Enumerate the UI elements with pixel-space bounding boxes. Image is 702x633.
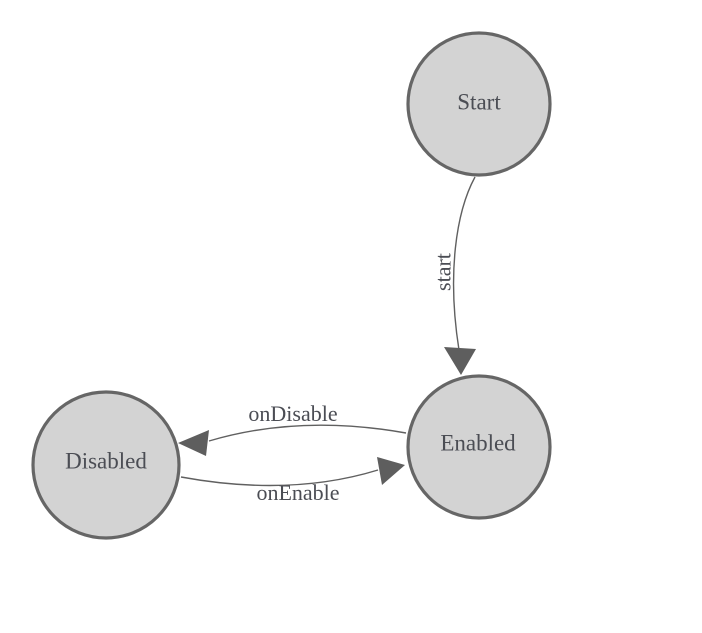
- arrowhead-disabled-to-enabled-icon: [377, 457, 405, 485]
- edge-start-to-enabled: [452, 176, 476, 351]
- node-enabled: Enabled: [406, 374, 552, 520]
- node-enabled-label: Enabled: [440, 431, 516, 456]
- edge-label-start: start: [431, 253, 456, 291]
- edge-label-onenable: onEnable: [256, 480, 339, 505]
- edge-disabled-to-enabled: [180, 469, 379, 487]
- node-disabled: Disabled: [31, 390, 181, 540]
- node-start-circle: [406, 31, 552, 177]
- edge-enabled-to-disabled: [208, 424, 407, 442]
- node-enabled-circle: [406, 374, 552, 520]
- node-disabled-circle: [31, 390, 181, 540]
- node-disabled-label: Disabled: [65, 449, 147, 474]
- node-start-label: Start: [457, 90, 501, 115]
- edge-label-ondisable: onDisable: [248, 401, 337, 426]
- arrowhead-start-to-enabled-icon: [444, 347, 476, 375]
- node-start: Start: [406, 31, 552, 177]
- arrowhead-enabled-to-disabled-icon: [178, 430, 209, 456]
